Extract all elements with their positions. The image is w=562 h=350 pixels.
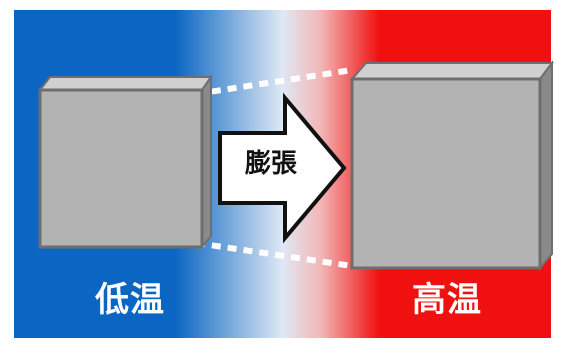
expansion-arrow [218, 92, 347, 244]
low-temperature-label: 低温 [95, 281, 165, 319]
high-temperature-label: 高温 [412, 281, 482, 319]
expansion-guide-top [195, 67, 353, 97]
large-cube [349, 60, 554, 271]
expansion-guide-bottom [195, 240, 353, 269]
expansion-label: 膨張 [244, 148, 297, 178]
small-cube [37, 73, 213, 250]
